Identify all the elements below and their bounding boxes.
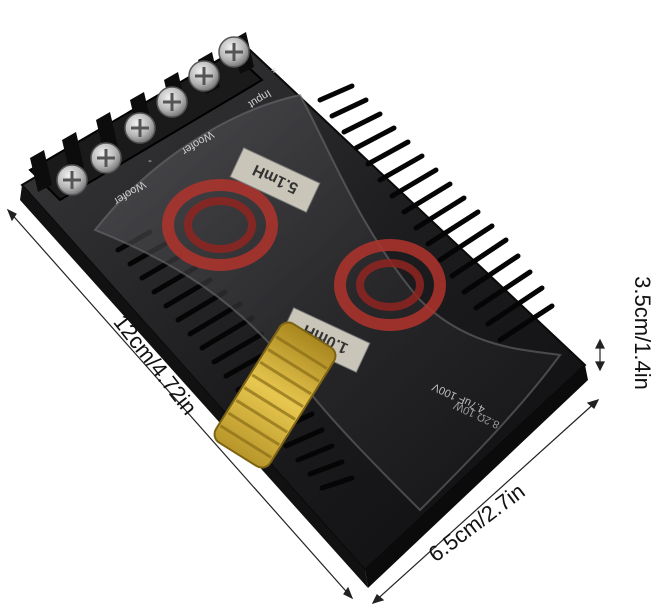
terminal-screw-4 [156,86,188,118]
dimension-line-height [595,338,605,372]
inductor-coil-bottom [334,239,446,331]
terminal-label-plus: + [271,65,277,77]
terminal-screw-3 [124,112,156,144]
inductor-label-top [229,147,321,213]
terminal-label-minus: - [148,155,152,167]
dimension-line-width [371,399,600,604]
terminal-screw-2 [90,142,122,174]
dimension-height-label: 3.5cm/1.4in [629,276,655,390]
terminal-screw-1 [56,164,88,196]
terminal-screw-5 [188,60,220,92]
dimension-line-length [6,208,354,600]
terminal-screw-6 [218,36,250,68]
fin-array-right [317,83,555,343]
product-image: 5.1mH 1.0mH 4.7uF 100V 8.2Ω 10W [6,32,605,604]
inductor-coil-top [162,179,278,271]
capacitor [213,321,337,469]
